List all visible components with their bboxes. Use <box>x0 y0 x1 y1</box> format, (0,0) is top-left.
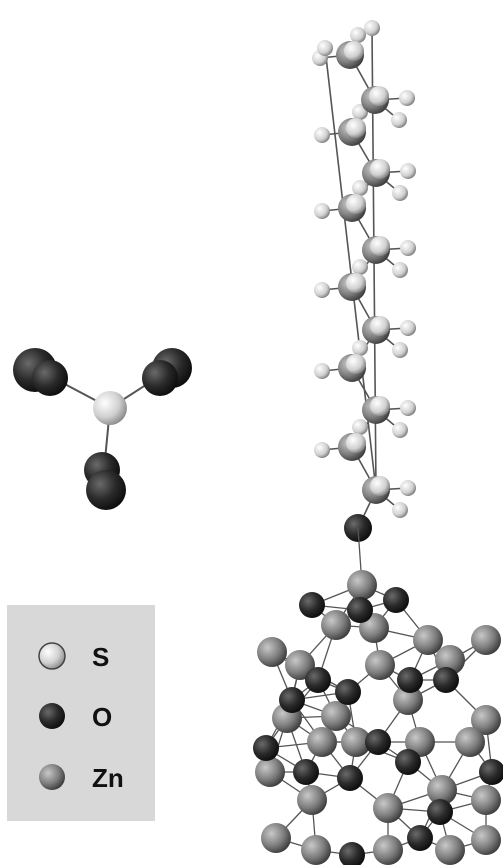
legend-item-s: S <box>38 642 109 672</box>
legend: S O Zn <box>7 605 155 821</box>
zinc-atom <box>455 727 485 757</box>
zinc-atom <box>471 705 501 735</box>
carbon-atom <box>369 86 389 106</box>
hydrogen-atom <box>400 320 416 336</box>
hydrogen-atom <box>314 127 330 143</box>
hydrogen-atom <box>352 340 368 356</box>
zinc-atom <box>413 625 443 655</box>
carbon-atom <box>346 118 366 138</box>
hydrogen-atom <box>400 163 416 179</box>
hydrogen-atom <box>400 400 416 416</box>
oxygen-atom <box>293 759 319 785</box>
zinc-atom <box>255 757 285 787</box>
zinc-atom <box>471 825 501 855</box>
zinc-atom <box>347 570 377 600</box>
carbon-atom <box>346 273 366 293</box>
hydrogen-atom <box>352 419 368 435</box>
zinc-atom <box>307 727 337 757</box>
zinc-atom <box>321 701 351 731</box>
zinc-atom <box>321 610 351 640</box>
oxygen-atom <box>305 667 331 693</box>
carbon-atom <box>346 194 366 214</box>
hydrogen-atom <box>392 185 408 201</box>
hydrogen-atom <box>314 282 330 298</box>
oxygen-atom <box>383 587 409 613</box>
carbon-atom <box>344 41 364 61</box>
oxygen-atom <box>479 759 503 785</box>
carbon-atom <box>370 236 390 256</box>
oxygen-atom <box>339 842 365 865</box>
oxygen-atom <box>253 735 279 761</box>
zinc-atom <box>373 835 403 865</box>
legend-label-o: O <box>92 702 112 732</box>
hydrogen-atom <box>399 90 415 106</box>
oxygen-atom <box>427 799 453 825</box>
bond <box>324 47 377 491</box>
zinc-atom <box>261 823 291 853</box>
carbon-atom <box>370 476 390 496</box>
hydrogen-atom <box>317 40 333 56</box>
legend-item-zn: Zn <box>39 763 124 793</box>
hydrogen-atom <box>364 20 380 36</box>
oxygen-atom <box>32 360 68 396</box>
hydrogen-atom <box>392 262 408 278</box>
oxygen-atom <box>279 687 305 713</box>
legend-swatch-o <box>39 703 65 729</box>
legend-label-zn: Zn <box>92 763 124 793</box>
hydrogen-atom <box>314 442 330 458</box>
carbon-atom <box>370 159 390 179</box>
zinc-atom <box>435 835 465 865</box>
carbon-atom <box>346 354 366 374</box>
oxygen-atom <box>347 597 373 623</box>
alkyl-chain <box>312 20 416 542</box>
carbon-atom <box>370 396 390 416</box>
hydrogen-atom <box>400 240 416 256</box>
oxygen-atom <box>395 749 421 775</box>
zno-cluster <box>253 570 503 865</box>
zinc-atom <box>405 727 435 757</box>
hydrogen-atom <box>314 363 330 379</box>
hydrogen-atom <box>392 342 408 358</box>
zinc-atom <box>373 793 403 823</box>
hydrogen-atom <box>392 422 408 438</box>
hydrogen-atom <box>352 180 368 196</box>
legend-background <box>7 605 155 821</box>
legend-swatch-zn <box>39 764 65 790</box>
zinc-atom <box>471 785 501 815</box>
zinc-atom <box>393 685 423 715</box>
zinc-atom <box>301 835 331 865</box>
legend-swatch-s <box>38 642 66 670</box>
hydrogen-atom <box>400 480 416 496</box>
oxygen-atom <box>365 729 391 755</box>
legend-item-o: O <box>39 702 112 732</box>
carbon-atom <box>346 433 366 453</box>
oxygen-atom <box>299 592 325 618</box>
oxygen-atom <box>407 825 433 851</box>
zinc-atom <box>297 785 327 815</box>
oxygen-atom <box>397 667 423 693</box>
zinc-atom <box>257 637 287 667</box>
oxygen-atom <box>335 679 361 705</box>
zinc-atom <box>471 625 501 655</box>
zinc-atom <box>365 650 395 680</box>
hydrogen-atom <box>352 259 368 275</box>
oxygen-atom <box>142 360 178 396</box>
sulfate-ion <box>13 348 192 510</box>
hydrogen-atom <box>391 112 407 128</box>
oxygen-atom <box>433 667 459 693</box>
zinc-atom <box>427 775 457 805</box>
zinc-atom <box>341 727 371 757</box>
oxygen-atom <box>337 765 363 791</box>
carbon-atom <box>370 316 390 336</box>
sulfur-atom <box>93 391 127 425</box>
hydrogen-atom <box>392 502 408 518</box>
legend-label-s: S <box>92 642 109 672</box>
oxygen-atom <box>86 470 126 510</box>
hydrogen-atom <box>350 27 366 43</box>
hydrogen-atom <box>314 203 330 219</box>
